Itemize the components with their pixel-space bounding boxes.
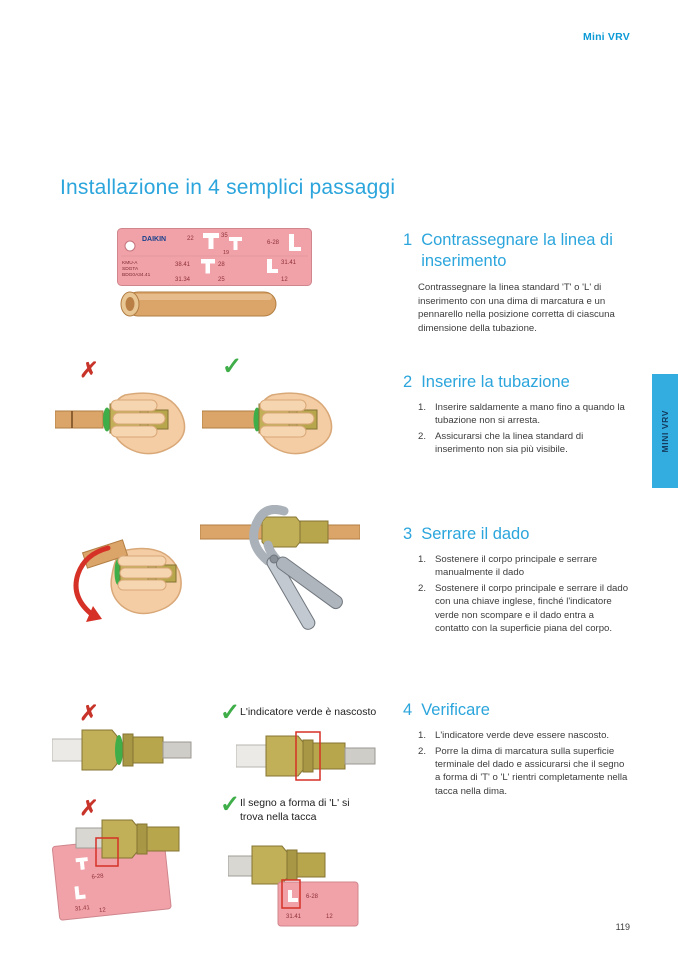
check-icon: ✓ xyxy=(220,791,241,818)
side-tab-mini-vrv: MINI VRV xyxy=(652,374,678,488)
item-number: 1. xyxy=(418,729,427,741)
step-3-list: 1. Sostenere il corpo principale e serra… xyxy=(418,553,630,635)
indicator-hidden-caption: L'indicatore verde è nascosto xyxy=(240,706,377,718)
step-number: 2 xyxy=(403,373,413,391)
step-4-list: 1. L'indicatore verde deve essere nascos… xyxy=(418,729,630,798)
side-tab-label: MINI VRV xyxy=(660,409,670,453)
item-number: 1. xyxy=(418,401,427,413)
copper-pipe-illustration xyxy=(120,291,277,317)
dima-size-label: 6-28 xyxy=(91,873,104,880)
step-number: 3 xyxy=(403,525,413,543)
list-item: 2. Assicurarsi che la linea standard di … xyxy=(418,430,630,456)
step-2: 2 Inserire la tubazione 1. Inserire sald… xyxy=(403,372,641,460)
item-number: 2. xyxy=(418,431,427,443)
list-item: 1. Inserire saldamente a mano fino a qua… xyxy=(418,401,630,427)
step-4: 4 Verificare 1. L'indicatore verde deve … xyxy=(403,700,641,801)
template-misaligned-illustration: 6-28 31.41 12 xyxy=(51,819,180,921)
dima-size-label: 31.41 xyxy=(286,914,302,920)
l-mark-caption: Il segno a forma di 'L' si trova nella t… xyxy=(240,797,350,823)
step-title: Contrassegnare la linea di inserimento xyxy=(421,231,613,270)
step-1-body: Contrassegnare la linea standard 'T' o '… xyxy=(418,282,615,334)
dima-size-label: 31.41 xyxy=(281,260,297,266)
dima-size-label: 35 xyxy=(221,233,228,239)
step-2-heading: 2 Inserire la tubazione xyxy=(403,372,641,393)
page-number: 119 xyxy=(615,922,630,932)
step-number: 4 xyxy=(403,701,413,719)
dima-size-label: 38.41 xyxy=(175,262,191,268)
item-number: 2. xyxy=(418,583,427,595)
dima-size-label: 25 xyxy=(218,277,225,283)
hand-tightening-illustration xyxy=(73,539,182,622)
list-item: 2. Sostenere il corpo principale e serra… xyxy=(418,582,630,635)
indicator-hidden-illustration xyxy=(236,731,376,781)
item-number: 1. xyxy=(418,553,427,565)
item-text: Assicurarsi che la linea standard di ins… xyxy=(435,431,584,456)
item-text: Sostenere il corpo principale e serrare … xyxy=(435,553,598,578)
dima-size-label: 31.41 xyxy=(75,905,91,913)
x-icon: ✗ xyxy=(78,702,99,725)
section-label: Mini VRV xyxy=(583,31,630,43)
pipe-insertion-wrong-illustration xyxy=(55,392,186,455)
step-title: Inserire la tubazione xyxy=(421,373,570,391)
dima-size-label: 6-28 xyxy=(267,240,280,246)
item-number: 2. xyxy=(418,745,427,757)
step-2-list: 1. Inserire saldamente a mano fino a qua… xyxy=(418,401,630,457)
marking-template-illustration: DAIKIN 22 35 19 6-28 KMU-A SDGTA BDG0A34… xyxy=(117,228,312,286)
page-title: Installazione in 4 semplici passaggi xyxy=(60,176,396,199)
step-3-heading: 3 Serrare il dado xyxy=(403,524,641,545)
dima-code-line: BDG0A34.41 xyxy=(122,272,151,278)
dima-size-label: 12 xyxy=(99,907,107,914)
dima-size-label: 22 xyxy=(187,236,194,242)
dima-size-label: 31.34 xyxy=(175,277,191,283)
pipe-insertion-correct-illustration xyxy=(202,392,333,455)
dima-brand-label: DAIKIN xyxy=(142,236,166,243)
step-number: 1 xyxy=(403,231,413,249)
step-title: Verificare xyxy=(421,701,490,719)
check-icon: ✓ xyxy=(220,699,241,726)
dima-code-line: SDGTA xyxy=(122,266,139,272)
item-text: Porre la dima di marcatura sulla superfi… xyxy=(435,745,628,797)
dima-size-label: 12 xyxy=(281,277,288,283)
step-4-heading: 4 Verificare xyxy=(403,700,641,721)
check-icon: ✓ xyxy=(222,353,243,380)
dima-code-line: KMU-A xyxy=(122,260,138,266)
dima-size-label: 28 xyxy=(218,262,225,268)
item-text: Sostenere il corpo principale e serrare … xyxy=(435,583,629,634)
step-title: Serrare il dado xyxy=(421,525,530,543)
dima-size-label: 12 xyxy=(326,914,333,920)
template-aligned-illustration: 6-28 31.41 12 xyxy=(228,845,359,927)
item-text: Inserire saldamente a mano fino a quando… xyxy=(435,401,625,426)
wrench-tightening-illustration xyxy=(200,505,360,630)
dima-size-label: 6-28 xyxy=(306,894,319,900)
list-item: 1. L'indicatore verde deve essere nascos… xyxy=(418,729,630,742)
item-text: L'indicatore verde deve essere nascosto. xyxy=(435,729,610,741)
step-1-heading: 1 Contrassegnare la linea di inserimento xyxy=(403,230,641,271)
indicator-visible-illustration xyxy=(52,729,192,771)
step-3: 3 Serrare il dado 1. Sostenere il corpo … xyxy=(403,524,641,638)
dima-size-label: 19 xyxy=(223,250,229,256)
list-item: 1. Sostenere il corpo principale e serra… xyxy=(418,553,630,579)
step-1: 1 Contrassegnare la linea di inserimento… xyxy=(403,230,641,335)
list-item: 2. Porre la dima di marcatura sulla supe… xyxy=(418,745,630,798)
